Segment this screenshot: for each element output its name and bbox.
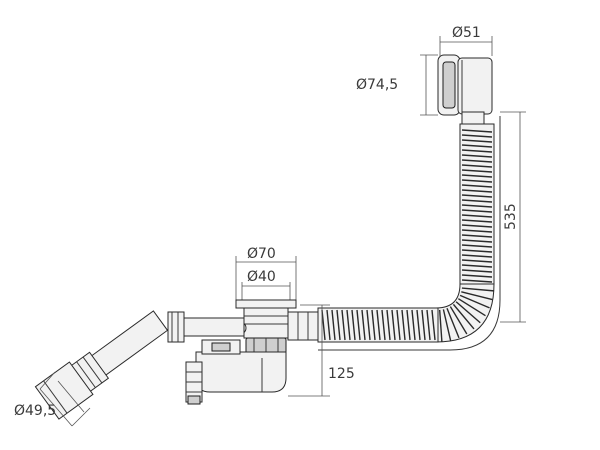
waste-assembly: Ø70 Ø40 (167, 246, 319, 405)
hose-rib (391, 309, 396, 341)
hose-rib (426, 309, 431, 341)
hose-rib (376, 309, 381, 341)
label-overflow-outer-diameter: Ø74,5 (356, 77, 398, 93)
hose-rib (461, 229, 493, 233)
hose-rib (396, 309, 401, 341)
hose-rib (438, 309, 443, 342)
outlet-pipe (34, 310, 169, 420)
trap-outlet-collar (167, 311, 185, 343)
hose-rib (446, 307, 460, 339)
hose-rib (461, 287, 494, 292)
dim-hose-height: 535 (500, 111, 526, 323)
hose-rib (461, 219, 493, 223)
hose-rib (326, 309, 331, 341)
label-waste-outer-diameter: Ø70 (247, 246, 276, 262)
hose-rib (366, 309, 371, 341)
hose-rib (431, 309, 436, 341)
trap-side-fitting-detail (211, 342, 231, 352)
drain-flange (235, 299, 297, 309)
hose-rib (461, 159, 493, 163)
hose-rib (461, 244, 493, 248)
hose-rib (459, 294, 490, 309)
hose-rib (416, 309, 421, 341)
hose-rib (371, 309, 376, 341)
hose-rib (461, 154, 493, 158)
hose-rib (336, 309, 341, 341)
dim-overflow-outer: Ø74,5 (356, 54, 438, 116)
hose-rib (361, 309, 366, 341)
hose-rib (321, 309, 326, 341)
hose-rib (421, 309, 426, 341)
hose-rib (381, 309, 386, 341)
hose-rib (331, 309, 336, 341)
hose-rib (461, 129, 493, 133)
hose-rib (346, 309, 351, 341)
hose-rib (461, 214, 493, 218)
hose-rib (461, 179, 493, 183)
hose-rib (461, 224, 493, 228)
hose-rib (449, 306, 468, 335)
trap-bowl (195, 351, 287, 393)
hose-rib (461, 134, 493, 138)
label-trap-height: 125 (328, 366, 355, 382)
hose-connector (287, 311, 319, 341)
hose-rib (341, 309, 346, 341)
hose-rib (452, 303, 475, 330)
label-overflow-cap-diameter: Ø51 (452, 25, 481, 41)
hose-rib (455, 301, 481, 324)
hose-rib (461, 139, 493, 143)
hose-rib (461, 184, 493, 188)
dim-waste-inner: Ø40 (241, 269, 291, 300)
hose-rib (461, 144, 493, 148)
overflow-body (457, 57, 493, 115)
hose-rib (461, 209, 493, 213)
hose-rib (461, 174, 493, 178)
label-outlet-diameter: Ø49,5 (14, 403, 56, 419)
hose-rib (461, 169, 493, 173)
dim-overflow-cap: Ø51 (439, 25, 493, 56)
hose-rib (461, 199, 493, 203)
hose-rib (461, 234, 493, 238)
overflow-cover-detail (442, 61, 456, 109)
hose-rib (461, 194, 493, 198)
hose-rib (351, 309, 356, 341)
hose-vertical-ribs (461, 129, 493, 283)
hose-rib (442, 309, 452, 341)
corrugated-hose (317, 116, 501, 351)
drain-body (243, 307, 289, 339)
hose-rib (401, 309, 406, 341)
hose-rib (461, 274, 493, 278)
hose-rib (461, 279, 493, 283)
hose-horizontal-ribs (321, 309, 436, 341)
hose-rib (411, 309, 416, 341)
hose-rib (461, 204, 493, 208)
hose-rib (461, 249, 493, 253)
hose-rib (461, 239, 493, 243)
hose-rib (356, 309, 361, 341)
hose-rib (461, 254, 493, 258)
label-hose-height: 535 (503, 203, 519, 230)
hose-rib (461, 149, 493, 153)
hose-rib (461, 291, 493, 301)
hose-rib (406, 309, 411, 341)
hose-rib (461, 269, 493, 273)
overflow-head (437, 54, 493, 127)
hose-rib (461, 164, 493, 168)
trap-cleanout-cap (187, 395, 201, 405)
hose-guide-line (318, 116, 501, 351)
hose-rib (461, 264, 493, 268)
hose-rib (386, 309, 391, 341)
hose-rib (461, 259, 493, 263)
dim-trap-height: 125 (288, 304, 355, 397)
hose-rib (461, 189, 493, 193)
hose-bend (435, 283, 495, 343)
label-waste-inner-diameter: Ø40 (247, 269, 276, 285)
dim-waste-outer: Ø70 (235, 246, 297, 300)
dim-outlet: Ø49,5 (14, 371, 91, 427)
hose-rib (457, 298, 486, 317)
hose-bend-ribs (438, 287, 494, 342)
